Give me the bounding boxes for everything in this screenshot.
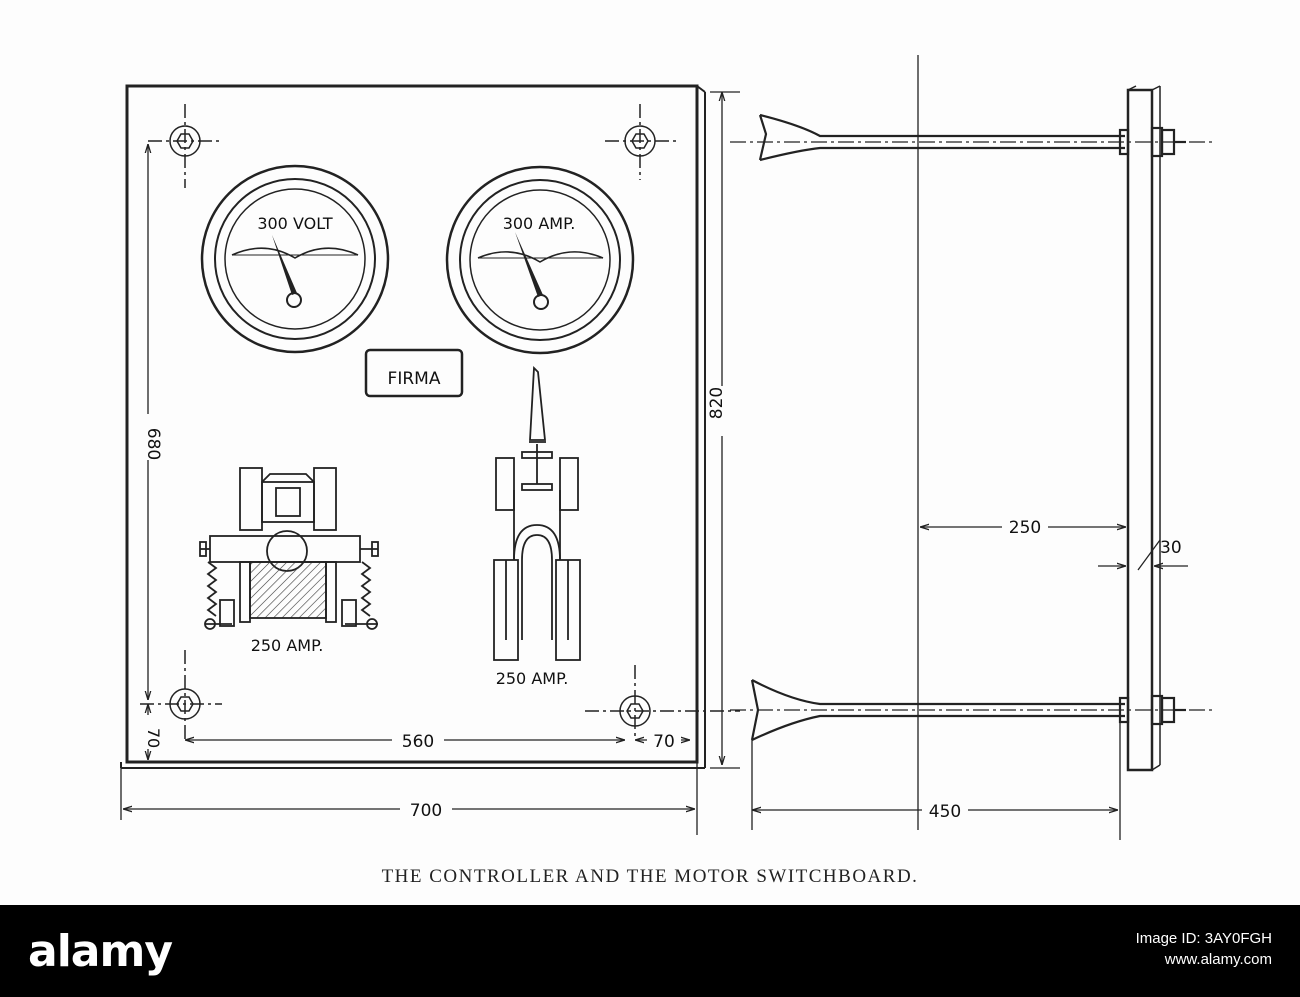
switchboard-drawing: 300 VOLT 300 AMP. FIRMA xyxy=(120,55,1212,840)
side-view xyxy=(730,55,1212,840)
side-offset-label: 70 xyxy=(653,732,675,752)
panel-width-label: 700 xyxy=(410,801,442,821)
panel-height-label: 820 xyxy=(707,387,727,419)
ammeter: 300 AMP. xyxy=(445,165,635,355)
ammeter-needle-icon xyxy=(515,232,543,297)
bottom-bracket xyxy=(730,679,1212,741)
front-panel xyxy=(120,84,706,769)
panel-bolts xyxy=(140,104,740,740)
bolt-top-right-icon xyxy=(605,104,680,180)
figure-caption: THE CONTROLLER AND THE MOTOR SWITCHBOARD… xyxy=(381,866,919,887)
ammeter-label: 300 AMP. xyxy=(503,214,576,233)
mount-depth-label: 450 xyxy=(929,802,961,822)
bolt-top-left-icon xyxy=(148,104,222,188)
side-dimension-lines xyxy=(751,527,1188,840)
voltmeter: 300 VOLT xyxy=(200,164,390,354)
nameplate: FIRMA xyxy=(364,348,464,398)
bolt-horizontal-span-label: 560 xyxy=(402,732,434,752)
nameplate-text: FIRMA xyxy=(388,369,441,389)
watermark-footer xyxy=(0,905,1300,997)
stock-info: Image ID: 3AY0FGH www.alamy.com xyxy=(1136,928,1272,970)
switch-handle-icon xyxy=(529,365,546,441)
side-dimension-labels: 250 30 450 xyxy=(922,516,1182,822)
top-bracket xyxy=(730,113,1212,162)
site-url: www.alamy.com xyxy=(1164,951,1272,968)
bolt-bottom-right-icon xyxy=(585,665,740,740)
fuse-assembly xyxy=(199,467,379,630)
voltmeter-label: 300 VOLT xyxy=(257,214,333,233)
wall-clearance-label: 250 xyxy=(1009,518,1041,538)
panel-dimensions xyxy=(120,91,740,835)
bottom-offset-label: 70 xyxy=(144,728,163,748)
image-id: Image ID: 3AY0FGH xyxy=(1135,930,1272,947)
knife-switch xyxy=(493,365,581,661)
bolt-bottom-left-icon xyxy=(140,650,222,740)
voltmeter-needle-icon xyxy=(272,235,297,295)
switch-label: 250 AMP. xyxy=(496,669,569,688)
bolt-vertical-span-label: 680 xyxy=(143,428,163,460)
fuse-label: 250 AMP. xyxy=(251,636,324,655)
panel-dimension-labels: 680 70 560 70 700 820 xyxy=(137,386,733,821)
board-thickness-label: 30 xyxy=(1160,538,1182,558)
alamy-logo: alamy xyxy=(28,926,173,977)
